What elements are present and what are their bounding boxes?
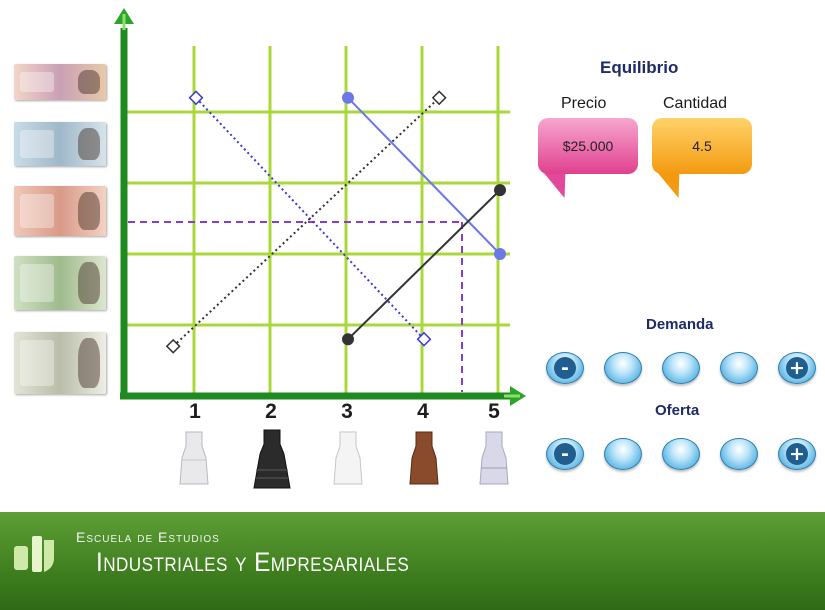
demand-increase-button[interactable]: +	[778, 352, 816, 384]
x-tick-label: 3	[341, 400, 353, 423]
quantity-value-bubble: 4.5	[652, 118, 752, 174]
dress-icon	[333, 431, 363, 485]
minus-icon: -	[554, 443, 576, 465]
school-name-line1: Escuela de Estudios	[76, 529, 220, 545]
chart-grid	[124, 46, 510, 396]
demand-level-3-button[interactable]	[720, 352, 758, 384]
series-line-dotted-black	[172, 97, 440, 348]
series-point-solid-black	[494, 184, 506, 197]
school-logo-icon	[14, 536, 54, 572]
x-tick-label: 4	[417, 400, 429, 423]
banknote-icon	[14, 64, 106, 100]
series-point-solid-black	[342, 333, 354, 346]
x-tick-label: 2	[265, 400, 277, 423]
y-axis-arrow-icon	[114, 8, 134, 30]
price-value: $25.000	[562, 138, 614, 154]
equilibrium-guides	[128, 221, 463, 392]
series-line-solid-black	[347, 189, 501, 340]
plus-icon: +	[786, 357, 808, 379]
banknote-icon	[14, 186, 106, 236]
banknote-icon	[14, 332, 106, 394]
dress-icon	[479, 431, 509, 485]
series-line-solid-blue	[347, 97, 501, 255]
demand-level-1-button[interactable]	[604, 352, 642, 384]
series-point-dotted-blue	[188, 90, 204, 106]
dress-icon	[409, 431, 439, 485]
chart-series	[165, 90, 506, 354]
supply-title: Oferta	[655, 402, 700, 419]
supply-increase-button[interactable]: +	[778, 438, 816, 470]
series-point-dotted-blue	[416, 331, 432, 347]
school-name-line2: Industriales y Empresariales	[96, 547, 410, 577]
series-point-dotted-black	[165, 338, 181, 354]
quantity-label: Cantidad	[663, 95, 728, 112]
minus-icon: -	[554, 357, 576, 379]
demand-level-2-button[interactable]	[662, 352, 700, 384]
demand-decrease-button[interactable]: -	[546, 352, 584, 384]
price-label: Precio	[561, 95, 607, 112]
series-point-solid-blue	[494, 248, 506, 260]
x-tick-label: 5	[488, 400, 500, 423]
dress-icon	[179, 431, 209, 485]
supply-level-3-button[interactable]	[720, 438, 758, 470]
quantity-value: 4.5	[692, 138, 712, 154]
x-tick-label: 1	[189, 400, 201, 423]
banknote-icon	[14, 256, 106, 310]
price-value-bubble: $25.000	[538, 118, 638, 174]
series-point-solid-blue	[342, 91, 354, 104]
series-line-dotted-blue	[195, 97, 425, 340]
chart-axes	[114, 8, 526, 406]
x-axis-arrow-icon	[504, 386, 526, 406]
banknote-icon	[14, 122, 106, 166]
footer-banner: Escuela de Estudios Industriales y Empre…	[0, 512, 825, 610]
supply-level-1-button[interactable]	[604, 438, 642, 470]
plus-icon: +	[786, 443, 808, 465]
supply-decrease-button[interactable]: -	[546, 438, 584, 470]
equilibrium-title: Equilibrio	[600, 58, 679, 77]
dress-icon	[253, 429, 291, 489]
demand-title: Demanda	[646, 316, 714, 333]
supply-level-2-button[interactable]	[662, 438, 700, 470]
series-point-dotted-black	[431, 90, 447, 106]
